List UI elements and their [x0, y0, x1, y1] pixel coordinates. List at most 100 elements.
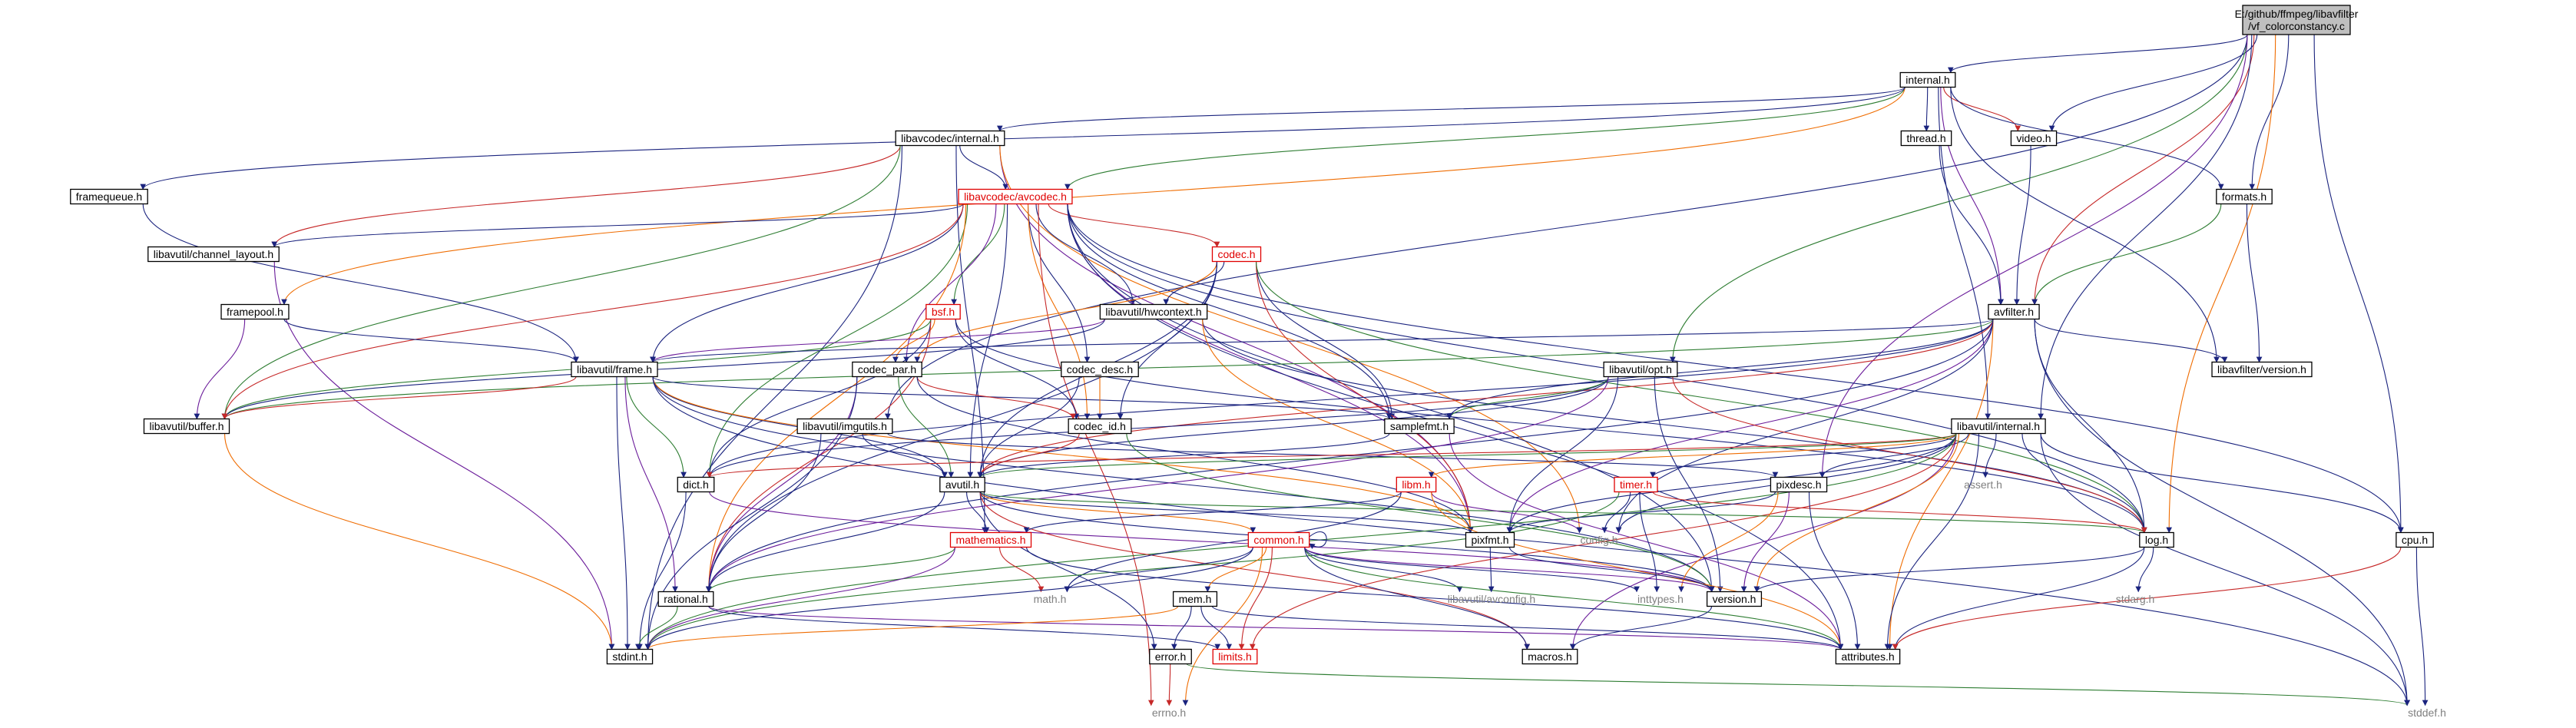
node-internal-h[interactable]: internal.h: [1899, 71, 1956, 88]
node-label: config.h: [1580, 534, 1617, 546]
edge-video-h-to-avfilter-h: [2014, 145, 2031, 306]
node-codec-desc-h[interactable]: codec_desc.h: [1061, 361, 1139, 378]
node-mem-h[interactable]: mem.h: [1172, 591, 1218, 607]
node-opt-h[interactable]: libavutil/opt.h: [1603, 361, 1678, 378]
node-codec-h[interactable]: codec.h: [1211, 246, 1262, 263]
node-label: codec.h: [1217, 248, 1255, 260]
node-box: [1603, 361, 1678, 378]
node-error-h[interactable]: error.h: [1149, 648, 1192, 665]
edge-lavu-internal-h-to-attributes-h: [1884, 433, 1980, 650]
node-box: [70, 188, 148, 205]
edge-timer-h-to-stdint-h: [644, 491, 1620, 650]
edge-lavc-internal-h-to-channel-layout-h: [271, 145, 901, 248]
node-codec-id-h[interactable]: codec_id.h: [1068, 418, 1132, 435]
node-label: libavfilter/version.h: [2217, 363, 2306, 376]
node-label: pixfmt.h: [1471, 534, 1508, 546]
edge-avfilter-h-to-pixfmt-h: [1506, 319, 1994, 534]
node-label: cpu.h: [2402, 534, 2428, 546]
node-label: framepool.h: [227, 306, 283, 318]
node-log-h[interactable]: log.h: [2139, 531, 2174, 548]
node-common-h[interactable]: common.h: [1247, 531, 1310, 548]
edge-avfilter-h-to-dict-h: [706, 319, 1994, 478]
node-layer: E:/github/ffmpeg/libavfilter/vf_colorcon…: [70, 5, 2446, 719]
edge-hwcontext-h-to-pixfmt-h: [1202, 319, 1474, 534]
edge-codec-par-h-to-avutil-h: [898, 376, 955, 478]
node-label: pixdesc.h: [1776, 478, 1821, 491]
edge-common-h-to-attributes-h: [1304, 547, 1844, 650]
node-label: assert.h: [1964, 478, 2002, 491]
node-rational-h[interactable]: rational.h: [657, 591, 714, 607]
node-imgutils-h[interactable]: libavutil/imgutils.h: [796, 418, 893, 435]
node-cpu-h[interactable]: cpu.h: [2396, 531, 2434, 548]
edge-avutil-h-to-mathematics-h: [966, 491, 990, 534]
node-thread-h[interactable]: thread.h: [1900, 130, 1952, 147]
node-avcodec-h[interactable]: libavcodec/avcodec.h: [958, 188, 1073, 205]
edge-frame-h-to-buffer-h: [221, 376, 577, 420]
edge-mem-h-to-limits-h: [1200, 606, 1233, 650]
node-box: [2211, 361, 2313, 378]
node-framequeue-h[interactable]: framequeue.h: [70, 188, 148, 205]
node-version-h[interactable]: version.h: [1706, 591, 1763, 607]
node-box: [657, 591, 714, 607]
edge-lavu-internal-h-to-macros-h: [1569, 433, 1957, 650]
node-limits-h[interactable]: limits.h: [1212, 648, 1258, 665]
node-formats-h[interactable]: formats.h: [2216, 188, 2273, 205]
edge-avcodec-h-to-dict-h: [706, 204, 968, 478]
node-label: libavutil/frame.h: [577, 363, 652, 376]
node-mathematics-h[interactable]: mathematics.h: [949, 531, 1032, 548]
edge-lavu-internal-h-to-version-h: [1753, 433, 1959, 593]
node-box: [1465, 531, 1515, 548]
edge-dict-h-to-stdint-h: [637, 491, 687, 650]
node-hwcontext-h[interactable]: libavutil/hwcontext.h: [1099, 303, 1208, 320]
node-video-h[interactable]: video.h: [2010, 130, 2058, 147]
edge-rational-h-to-attributes-h: [708, 606, 1843, 650]
node-label: mathematics.h: [955, 534, 1025, 546]
node-dict-h[interactable]: dict.h: [677, 476, 715, 493]
node-timer-h[interactable]: timer.h: [1614, 476, 1658, 493]
edge-rational-h-to-limits-h: [708, 606, 1220, 650]
node-label: libavutil/imgutils.h: [803, 420, 887, 432]
node-frame-h[interactable]: libavutil/frame.h: [571, 361, 658, 378]
node-stdint-h[interactable]: stdint.h: [606, 648, 654, 665]
node-attributes-h[interactable]: attributes.h: [1835, 648, 1901, 665]
node-lavf-version-h[interactable]: libavfilter/version.h: [2211, 361, 2313, 378]
node-samplefmt-h[interactable]: samplefmt.h: [1384, 418, 1455, 435]
node-codec-par-h[interactable]: codec_par.h: [852, 361, 922, 378]
edge-avutil-h-to-error-h: [979, 491, 1157, 650]
edge-pixdesc-h-to-attributes-h: [1808, 491, 1861, 650]
edge-frame-h-to-pixfmt-h: [652, 376, 1474, 534]
node-box: [1149, 648, 1192, 665]
edge-timer-h-to-log-h: [1652, 491, 2147, 534]
node-box: [1061, 361, 1139, 378]
node-avutil-h[interactable]: avutil.h: [939, 476, 985, 493]
node-lavu-internal-h[interactable]: libavutil/internal.h: [1951, 418, 2046, 435]
edge-lavc-internal-h-to-buffer-h: [221, 145, 901, 420]
node-pixdesc-h[interactable]: pixdesc.h: [1770, 476, 1828, 493]
node-bsf-h[interactable]: bsf.h: [925, 303, 961, 320]
edge-avfilter-h-to-samplefmt-h: [1446, 319, 1994, 420]
node-lavc-internal-h[interactable]: libavcodec/internal.h: [895, 130, 1005, 147]
node-libm-h[interactable]: libm.h: [1396, 476, 1437, 493]
edge-libm-h-to-attributes-h: [1431, 491, 1844, 650]
edge-frame-h-to-version-h: [652, 376, 1715, 593]
edge-lavc-internal-h-to-avcodec-h: [959, 145, 1009, 190]
edge-samplefmt-h-to-attributes-h: [1449, 433, 1844, 650]
node-label: common.h: [1253, 534, 1303, 546]
edge-error-h-to-stddef-h: [1186, 663, 2410, 706]
node-avfilter-h[interactable]: avfilter.h: [1988, 303, 2040, 320]
node-box: [606, 648, 654, 665]
node-channel-layout-h[interactable]: libavutil/channel_layout.h: [147, 246, 280, 263]
node-pixfmt-h[interactable]: pixfmt.h: [1465, 531, 1515, 548]
node-config-h: config.h: [1580, 534, 1617, 546]
edge-framepool-h-to-frame-h: [283, 319, 579, 363]
node-macros-h[interactable]: macros.h: [1521, 648, 1578, 665]
node-framepool-h[interactable]: framepool.h: [220, 303, 290, 320]
node-buffer-h[interactable]: libavutil/buffer.h: [143, 418, 230, 435]
edge-root-to-video-h: [2048, 34, 2258, 132]
edge-common-h-to-math-h: [1064, 547, 1253, 593]
node-box: [939, 476, 985, 493]
node-box: [1835, 648, 1901, 665]
edge-root-to-opt-h: [1670, 34, 2248, 363]
node-box: [143, 418, 230, 435]
node-root[interactable]: E:/github/ffmpeg/libavfilter/vf_colorcon…: [2235, 5, 2359, 35]
